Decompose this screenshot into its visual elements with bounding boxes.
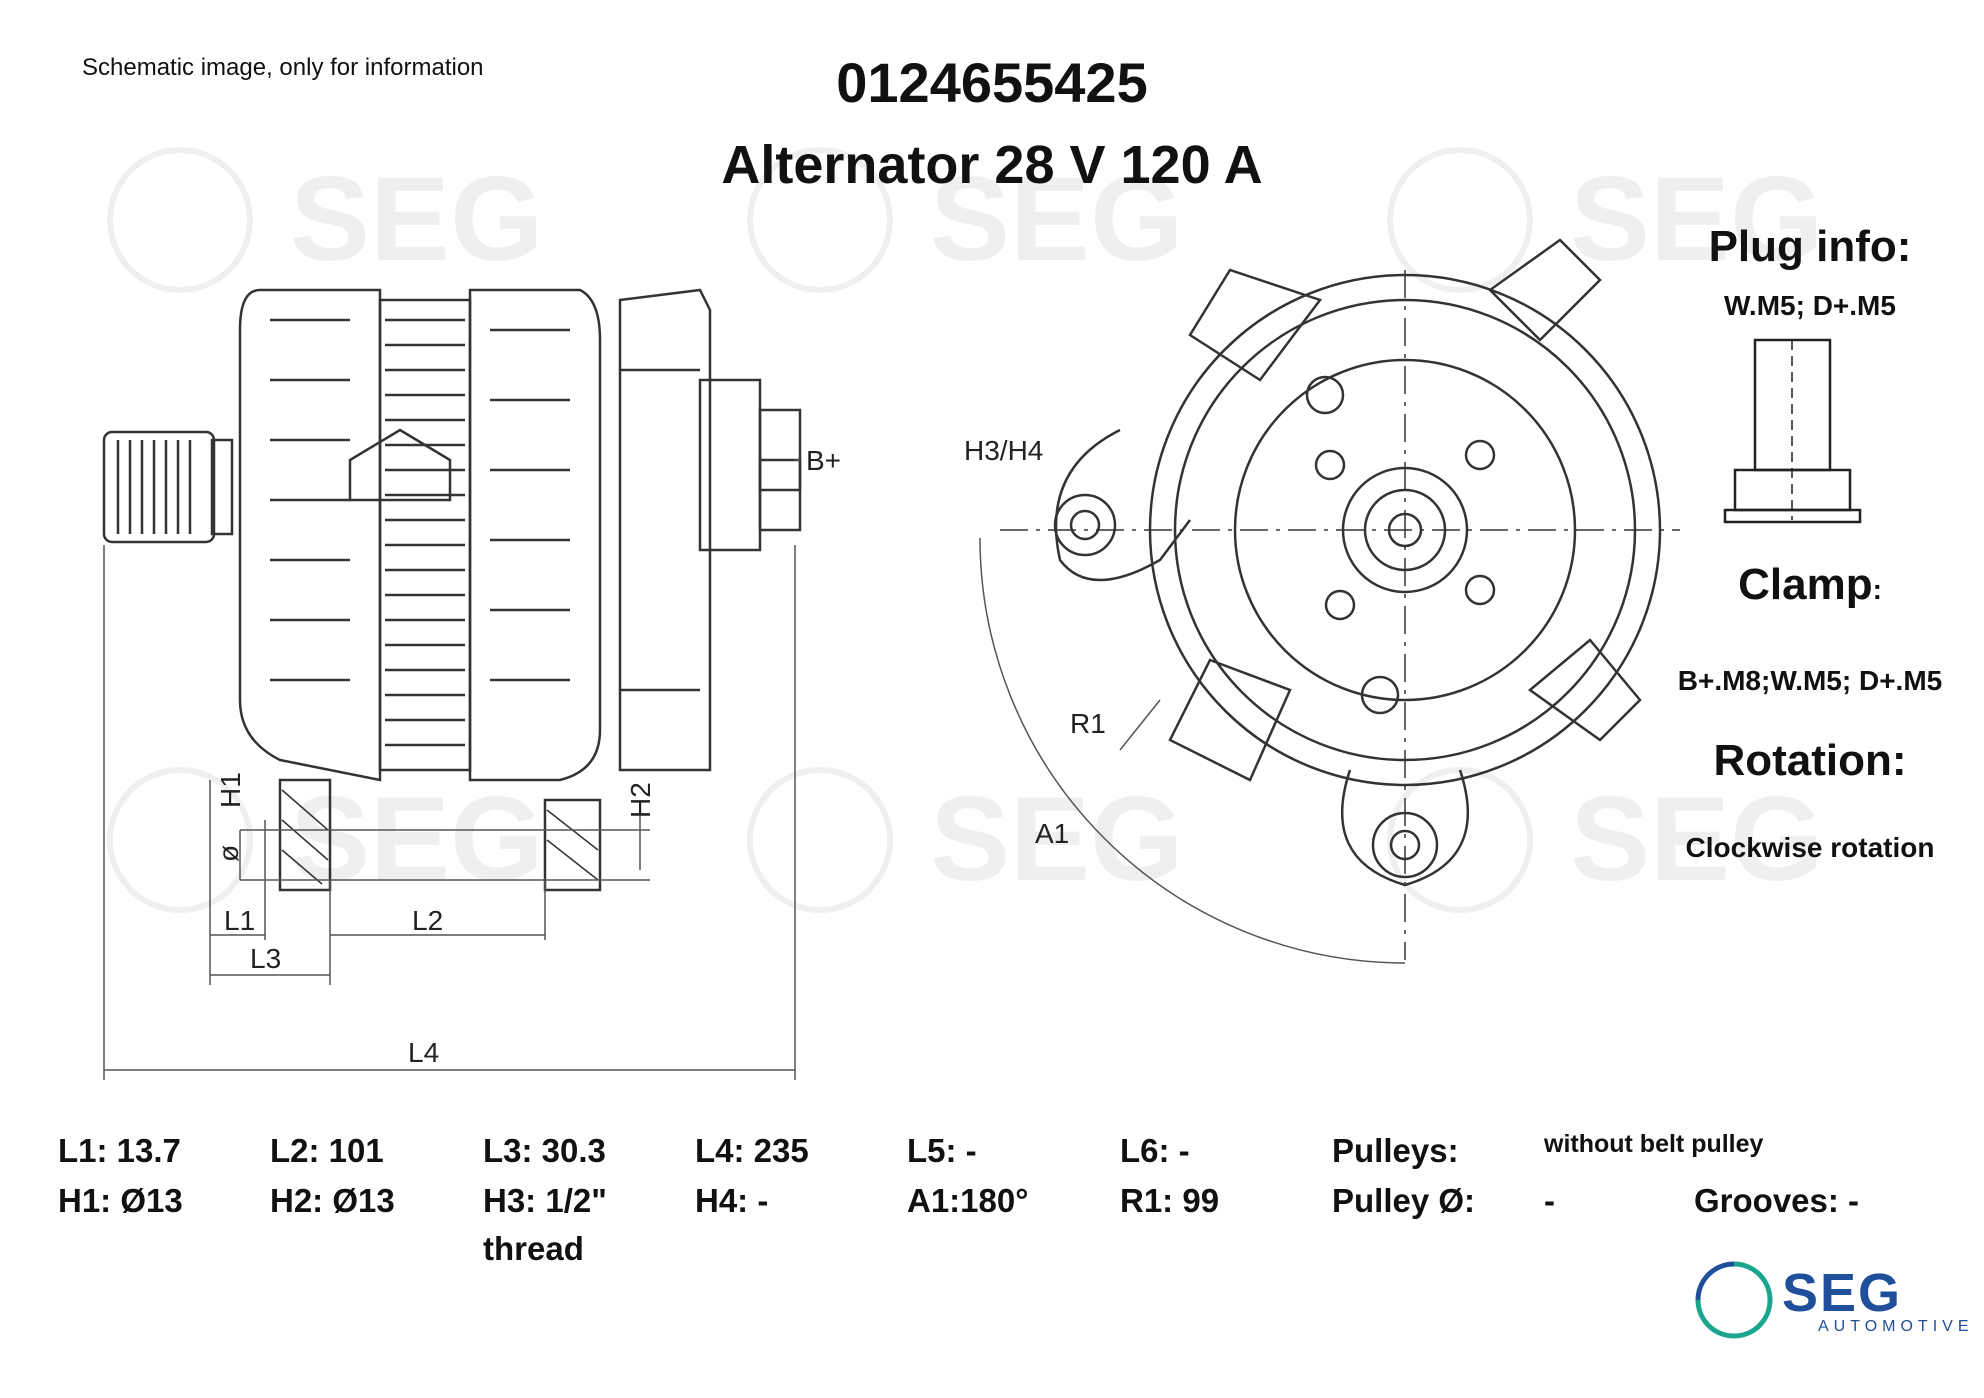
dim-r1: R1: 99	[1120, 1182, 1220, 1219]
product-title: Alternator 28 V 120 A	[721, 135, 1263, 195]
l1-label: L1	[224, 905, 255, 936]
dim-l2: L2: 101	[270, 1132, 384, 1169]
rotation-value: Clockwise rotation	[1685, 832, 1935, 863]
a1-label: A1	[1035, 818, 1069, 849]
watermark: SEG	[1380, 140, 1900, 315]
logo-ring-icon	[1695, 1261, 1773, 1339]
h3h4-label: H3/H4	[964, 435, 1043, 466]
watermark: SEG	[740, 140, 1260, 315]
pulley-diameter-value: -	[1544, 1182, 1555, 1219]
side-view-drawing	[102, 288, 802, 1080]
logo-subtitle: AUTOMOTIVE	[1818, 1318, 1974, 1335]
plug-info-title: Plug info:	[1708, 222, 1912, 271]
b-plus-label: B+	[806, 445, 841, 476]
watermark: SEG	[740, 760, 1260, 935]
plug-connector-icon	[1723, 338, 1862, 524]
dim-h3-thread: thread	[483, 1230, 584, 1267]
logo-name: SEG	[1782, 1263, 1903, 1323]
watermark-logo: SEG	[930, 772, 1183, 906]
dim-h3: H3: 1/2"	[483, 1182, 607, 1219]
pulley-diameter-label: Pulley Ø:	[1332, 1182, 1476, 1219]
dim-h1: H1: Ø13	[58, 1182, 183, 1219]
clamp-title-colon: :	[1872, 574, 1882, 605]
clamp-title: Clamp:	[1690, 560, 1930, 610]
clamp-value: B+.M8;W.M5; D+.M5	[1677, 665, 1943, 696]
grooves: Grooves: -	[1694, 1182, 1860, 1219]
dim-l4: L4: 235	[695, 1132, 809, 1169]
watermark-logo: SEG	[930, 152, 1183, 286]
part-number: 0124655425	[836, 51, 1148, 114]
end-view-drawing	[979, 238, 1680, 964]
watermark-logo: SEG	[290, 152, 543, 286]
watermark: SEG	[100, 140, 620, 315]
pulleys-label: Pulleys:	[1332, 1132, 1459, 1169]
dim-h2: H2: Ø13	[270, 1182, 395, 1219]
watermark-logo: SEG	[1570, 152, 1823, 286]
l4-label: L4	[408, 1037, 439, 1068]
h2-label: H2	[625, 782, 656, 818]
l3-label: L3	[250, 943, 281, 974]
diameter-label: ø	[213, 845, 244, 862]
plug-info-value: W.M5; D+.M5	[1724, 290, 1896, 321]
dim-l6: L6: -	[1120, 1132, 1190, 1169]
rotation-title: Rotation:	[1713, 736, 1907, 785]
dim-h4: H4: -	[695, 1182, 769, 1219]
r1-label: R1	[1070, 708, 1106, 739]
watermark-logo: SEG	[1570, 772, 1823, 906]
pulleys-value: without belt pulley	[1544, 1130, 1764, 1158]
clamp-title-text: Clamp	[1738, 560, 1873, 609]
dim-l1: L1: 13.7	[58, 1132, 181, 1169]
disclaimer-text: Schematic image, only for information	[82, 54, 484, 81]
h1-label: H1	[215, 772, 246, 808]
l2-label: L2	[412, 905, 443, 936]
dim-l5: L5: -	[907, 1132, 977, 1169]
dim-l3: L3: 30.3	[483, 1132, 606, 1169]
watermark: SEG	[1380, 760, 1900, 935]
watermark: SEG	[100, 760, 620, 935]
watermark-logo: SEG	[290, 772, 543, 906]
dim-a1: A1:180°	[907, 1182, 1029, 1219]
